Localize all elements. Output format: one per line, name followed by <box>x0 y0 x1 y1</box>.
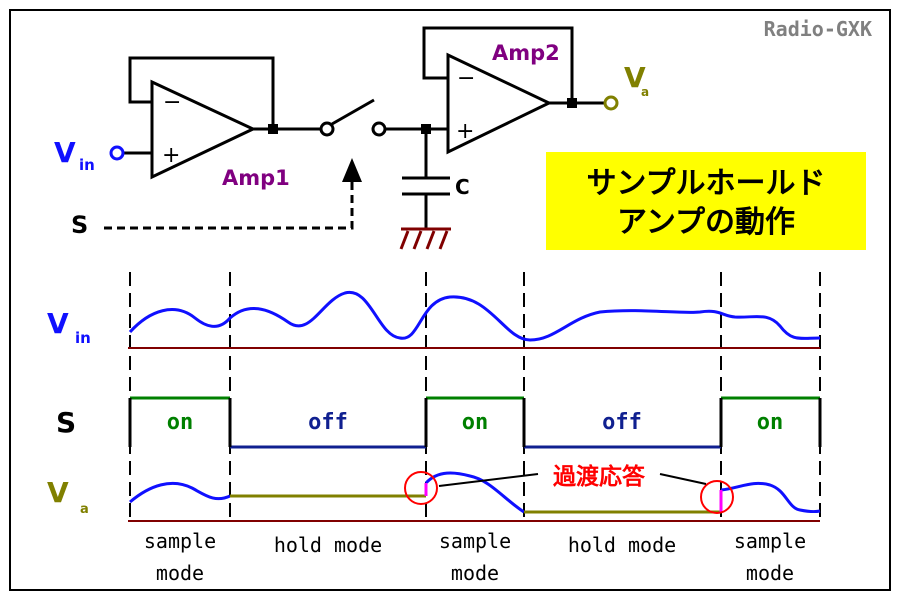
transient-highlight-2 <box>700 480 734 514</box>
switch-contact-left <box>319 121 335 137</box>
mode-label-3-line-2: mode <box>451 561 499 585</box>
title-line-2: アンプの動作 <box>617 205 795 240</box>
amp2-label: Amp2 <box>492 41 560 65</box>
timing-va-subscript: a <box>80 502 89 517</box>
amp2-triangle <box>446 52 553 155</box>
va-sample-segment-1 <box>129 481 231 504</box>
mode-label-4: hold mode <box>568 533 676 557</box>
ground-symbol <box>399 227 451 250</box>
transient-leader-2 <box>659 473 707 485</box>
amp1-label: Amp1 <box>222 166 290 190</box>
circuit-vin-subscript: in <box>79 156 95 174</box>
timing-va-label: V <box>47 476 69 509</box>
amp2-plus-sign: + <box>456 119 474 144</box>
s-waveform <box>128 396 822 449</box>
mode-label-3-line-1: sample <box>439 529 511 553</box>
amp2-minus-sign: − <box>457 66 475 91</box>
amp1-feedback-wire <box>128 56 275 129</box>
title-box <box>546 152 866 250</box>
circuit-s-label: S <box>71 211 88 239</box>
capacitor-label: C <box>455 175 470 199</box>
mode-label-5-line-1: sample <box>734 529 806 553</box>
va-sample-segment-3 <box>720 481 821 514</box>
transient-highlight-1 <box>404 471 438 505</box>
switch-contact-right <box>371 121 387 137</box>
va-sample-segment-2 <box>424 471 525 514</box>
title-line-1: サンプルホールド <box>586 166 825 201</box>
timing-boundaries <box>129 272 821 520</box>
vin-waveform <box>128 291 821 342</box>
mode-label-2: hold mode <box>274 533 382 557</box>
switch-control-dashed-line <box>104 178 354 230</box>
outer-frame <box>9 9 891 591</box>
s-state-label-2: off <box>308 410 348 435</box>
va-terminal <box>603 95 619 111</box>
vin-terminal <box>109 145 125 161</box>
amp1-plus-sign: + <box>162 143 180 168</box>
amp2-output-junction <box>567 98 577 108</box>
s-state-label-1: on <box>167 410 194 435</box>
timing-vin-subscript: in <box>75 329 91 347</box>
circuit-vin-label: V <box>54 136 76 169</box>
switch-lever <box>331 98 375 126</box>
amp1-minus-sign: − <box>163 90 181 115</box>
cap-junction <box>421 124 431 134</box>
transient-leader-1 <box>438 473 539 487</box>
transient-label: 過渡応答 <box>553 463 646 490</box>
mode-label-1-line-2: mode <box>156 561 204 585</box>
s-state-label-4: off <box>602 410 642 435</box>
mode-label-5-line-2: mode <box>746 561 794 585</box>
timing-s-label: S <box>56 406 76 439</box>
amp1-output-junction <box>268 124 278 134</box>
circuit-va-label: V <box>624 61 646 94</box>
timing-vin-label: V <box>47 307 69 340</box>
transient-label-background <box>539 460 659 490</box>
watermark: Radio-GXK <box>764 17 872 41</box>
amp1-triangle <box>150 79 257 180</box>
circuit-va-subscript: a <box>641 85 649 99</box>
switch-control-arrow <box>342 158 362 182</box>
s-state-label-5: on <box>757 410 784 435</box>
amp2-feedback-wire <box>422 26 574 103</box>
s-state-label-3: on <box>462 410 489 435</box>
mode-label-1-line-1: sample <box>144 529 216 553</box>
